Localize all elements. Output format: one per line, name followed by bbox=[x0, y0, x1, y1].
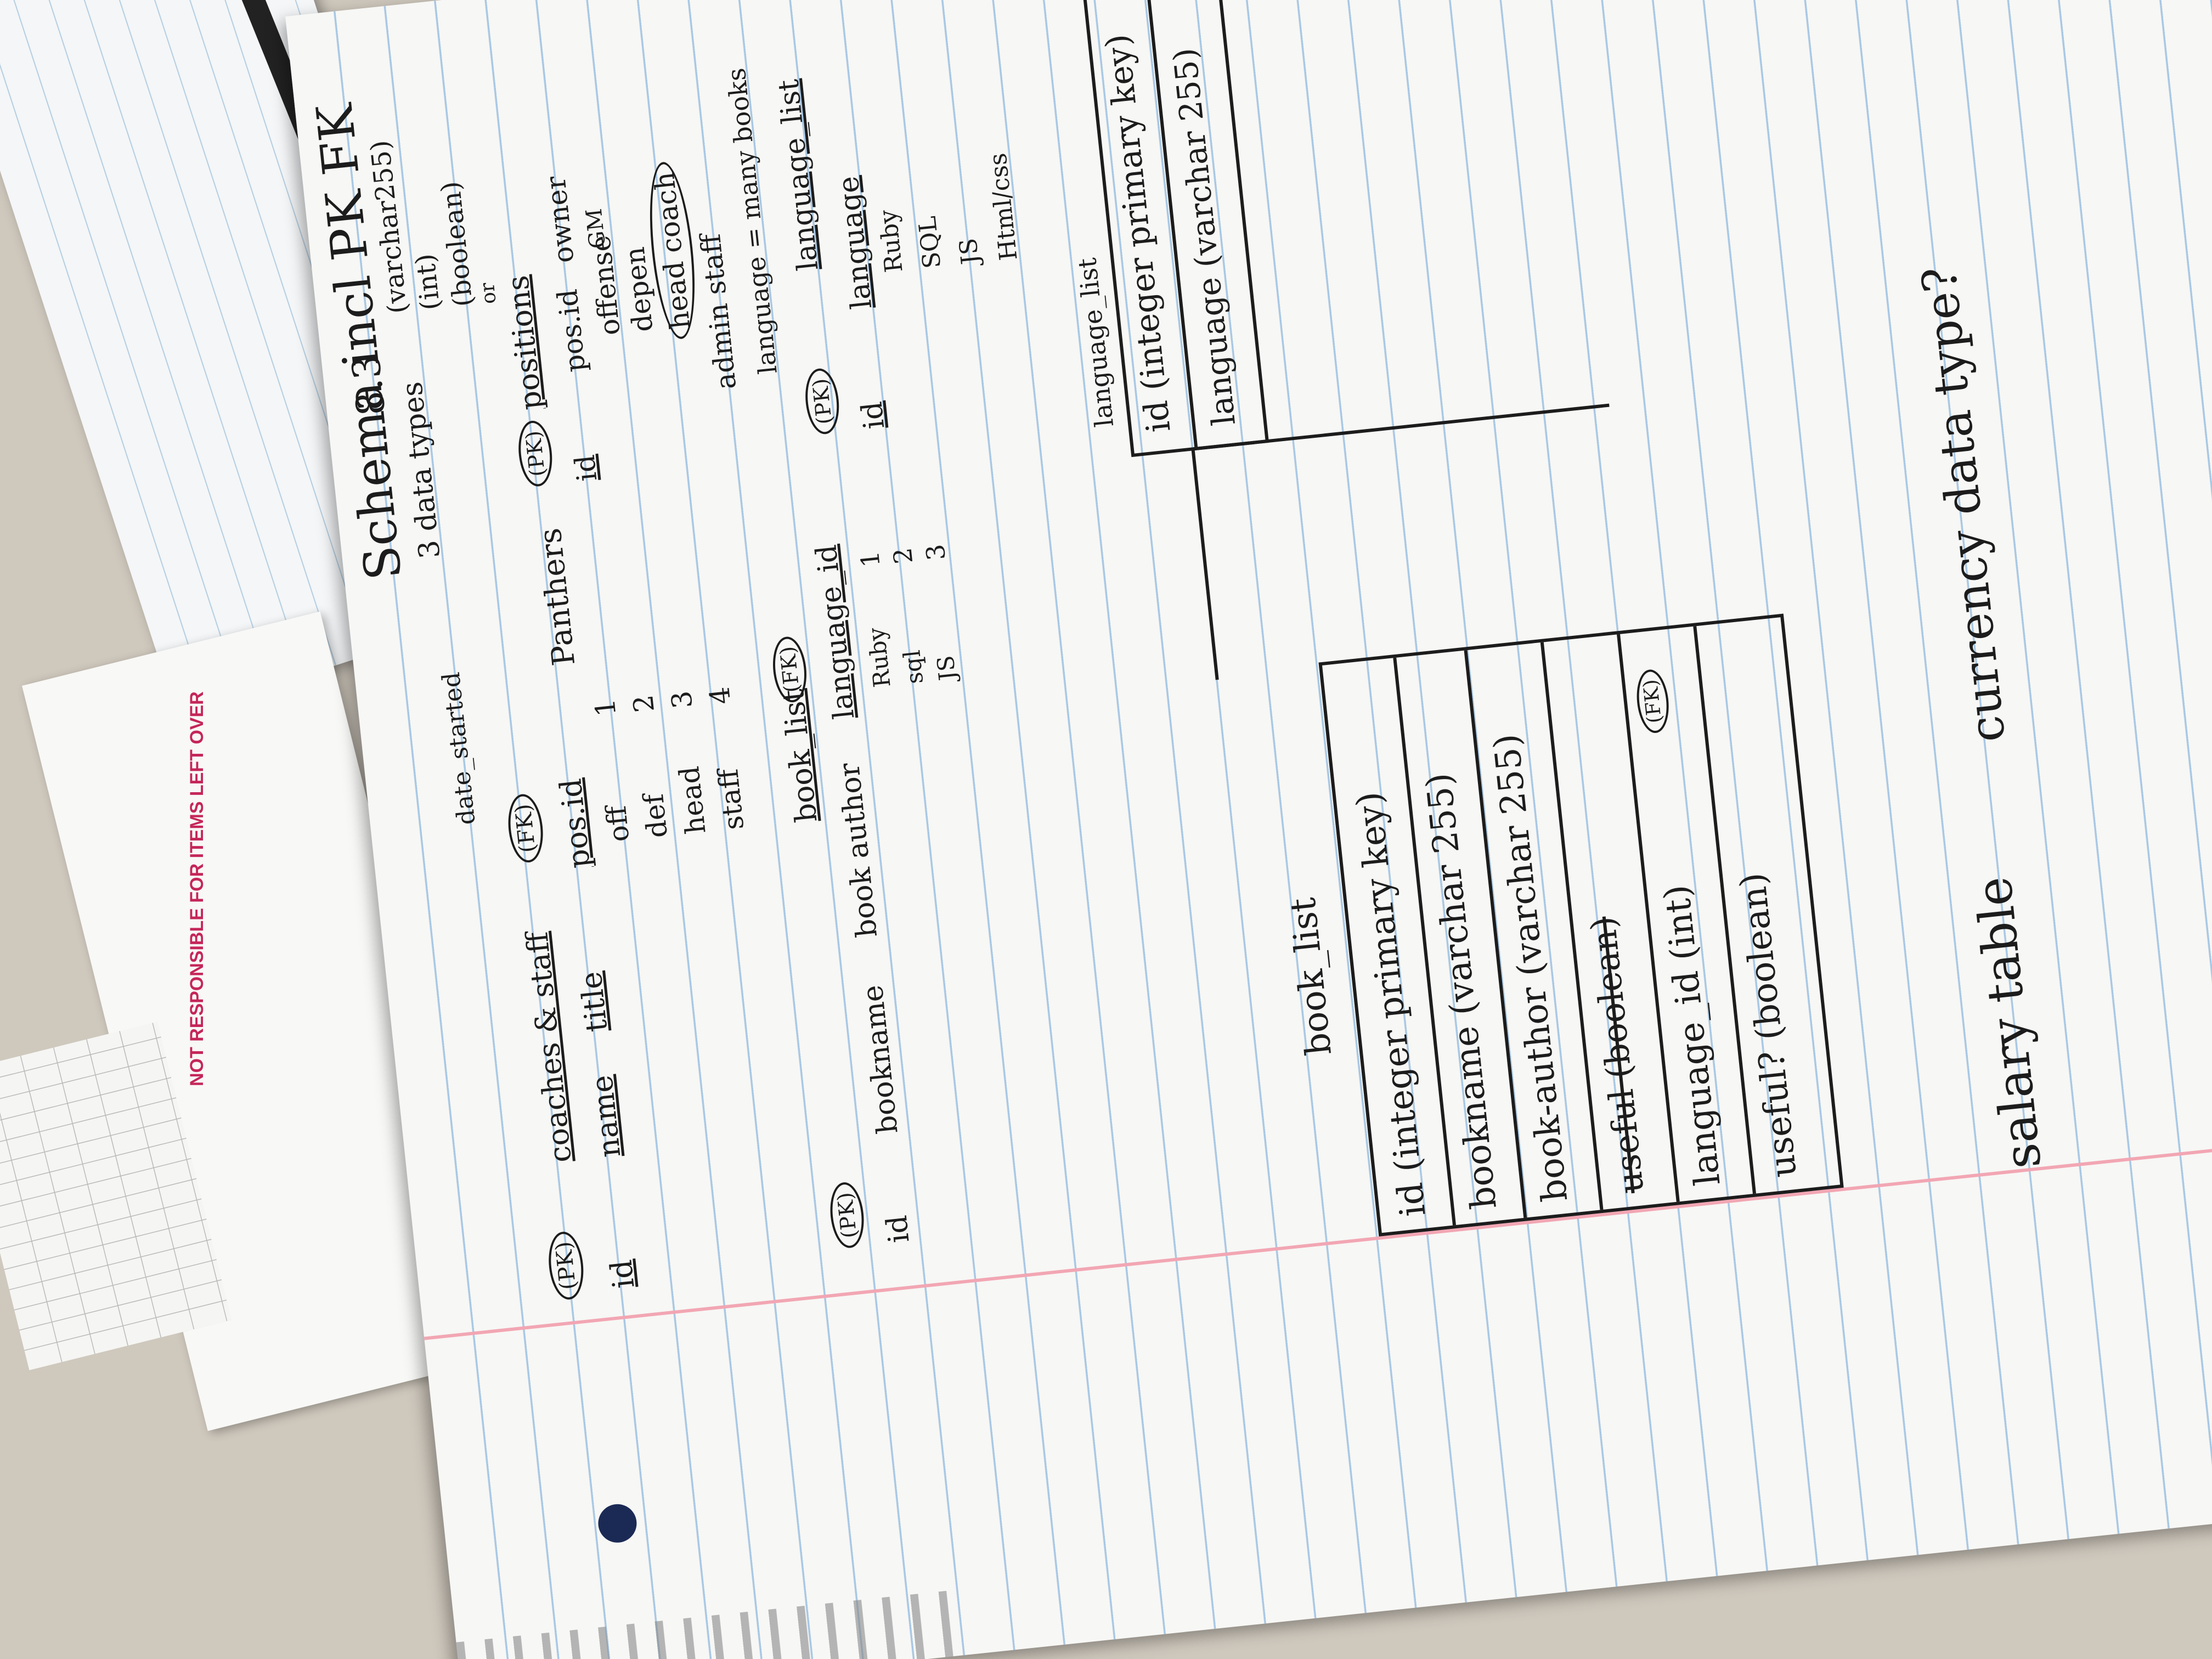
coaches-date-started: date_started bbox=[437, 670, 481, 827]
coaches-id-2: 2 bbox=[627, 693, 661, 714]
schema-book-title: book_list bbox=[1283, 895, 1340, 1058]
book-lang-id-3: 3 bbox=[920, 543, 951, 562]
book-col-author: book author bbox=[833, 761, 884, 939]
binder-hole bbox=[596, 1502, 639, 1545]
language-val-ruby: Ruby bbox=[874, 208, 909, 274]
language-pk-label: (PK) bbox=[802, 367, 842, 436]
book-col-id: id bbox=[880, 1214, 916, 1245]
coaches-pos-def: def bbox=[637, 792, 674, 840]
coaches-pos-off: off bbox=[600, 804, 636, 844]
schema-language-title: language_list bbox=[1072, 256, 1120, 428]
positions-title: positions bbox=[500, 274, 549, 412]
data-type-or: or bbox=[476, 281, 501, 306]
coaches-pk-label: (PK) bbox=[545, 1230, 587, 1301]
handwritten-notes: 8.3 Schema incl PK FK 3 data types (varc… bbox=[286, 0, 2212, 1359]
coaches-fk-label: (FK) bbox=[505, 792, 546, 865]
coaches-id-1: 1 bbox=[589, 697, 623, 718]
language-col-id: id bbox=[855, 400, 891, 431]
book-col-language-id: language_id bbox=[810, 543, 861, 721]
book-col-bookname: bookname bbox=[856, 983, 905, 1136]
language-table-title: language_list bbox=[772, 77, 825, 272]
coaches-pos-head: head bbox=[673, 764, 712, 836]
positions-panthers-label: Panthers bbox=[532, 526, 583, 668]
positions-gm: GM bbox=[581, 207, 611, 250]
book-lang-sql: sql bbox=[898, 648, 929, 686]
positions-col-pos-id: pos.id bbox=[551, 287, 592, 374]
book-lang-id-1: 1 bbox=[854, 549, 886, 569]
spiral-binding bbox=[456, 1590, 955, 1659]
positions-pk-label: (PK) bbox=[515, 419, 555, 488]
coaches-col-id: id bbox=[603, 1258, 641, 1290]
language-val-js: JS bbox=[954, 236, 985, 266]
coaches-id-3: 3 bbox=[665, 689, 699, 710]
language-col-language: language bbox=[832, 174, 879, 311]
positions-admin-staff: admin staff bbox=[694, 232, 743, 391]
book-lang-ruby: Ruby bbox=[862, 626, 896, 689]
coaches-title: coaches & staff bbox=[520, 930, 578, 1165]
coaches-col-pos-id: pos.id bbox=[553, 777, 597, 870]
book-pk-label: (PK) bbox=[827, 1181, 867, 1250]
positions-col-id: id bbox=[568, 453, 603, 483]
data-type-int: (int) bbox=[409, 252, 447, 312]
coaches-col-title: title bbox=[573, 970, 614, 1034]
coaches-pos-staff: staff bbox=[712, 768, 751, 832]
book-table-title: book_list bbox=[775, 687, 824, 825]
book-lang-id-2: 2 bbox=[887, 546, 919, 566]
book-lang-js: JS bbox=[932, 654, 962, 682]
positions-owner: owner bbox=[539, 174, 580, 265]
schema-fk-connector bbox=[1191, 403, 1634, 680]
coaches-col-name: name bbox=[584, 1073, 628, 1159]
language-val-sql: SQL bbox=[913, 215, 947, 270]
salary-table-label: salary table bbox=[1965, 874, 2053, 1172]
language-val-html-css: Html/css bbox=[984, 151, 1023, 262]
notebook-sheet: 8.3 Schema incl PK FK 3 data types (varc… bbox=[285, 0, 2212, 1659]
coaches-id-4: 4 bbox=[703, 685, 737, 706]
currency-question: currency data type? bbox=[1911, 264, 2016, 745]
receipt-text: NOT RESPONSIBLE FOR ITEMS LEFT OVER bbox=[187, 691, 207, 1086]
